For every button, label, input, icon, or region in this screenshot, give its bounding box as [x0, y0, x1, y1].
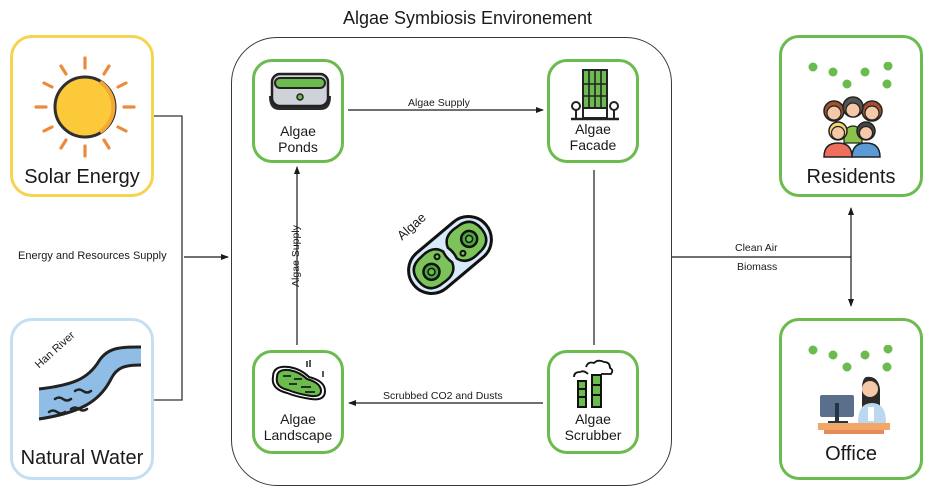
- pond-icon: [269, 72, 331, 110]
- factory-chimney-icon: [573, 359, 614, 408]
- green-particles-icon: [808, 62, 893, 89]
- office-worker-icon: [818, 376, 890, 434]
- diagram-title: Algae Symbiosis Environement: [342, 8, 593, 28]
- algae-ponds-line2: Ponds: [278, 139, 318, 155]
- office-card[interactable]: Office: [779, 318, 923, 480]
- algae-scrubber-line2: Scrubber: [564, 427, 622, 443]
- residents-card[interactable]: Residents: [779, 35, 923, 197]
- natural-water-card[interactable]: Han River Natural Water: [10, 318, 154, 480]
- algae-facade-line2: Facade: [569, 137, 617, 153]
- residents-label: Residents: [806, 166, 896, 188]
- landscape-pond-icon: [271, 360, 327, 401]
- algae-scrubber-line1: Algae: [575, 411, 611, 427]
- office-label: Office: [825, 443, 877, 465]
- algae-scrubber-node[interactable]: Algae Scrubber: [547, 350, 639, 454]
- algae-landscape-node[interactable]: Algae Landscape: [252, 350, 344, 454]
- natural-water-label: Natural Water: [20, 447, 144, 469]
- energy-supply-label: Energy and Resources Supply: [18, 250, 167, 262]
- people-group-icon: [823, 96, 883, 158]
- river-icon: [38, 345, 142, 421]
- solar-energy-card[interactable]: Solar Energy: [10, 35, 154, 197]
- solar-connector: [154, 115, 183, 401]
- clean-air-label: Clean Air: [735, 242, 778, 254]
- ponds-facade-label: Algae Supply: [408, 97, 470, 109]
- algae-ponds-node[interactable]: Algae Ponds: [252, 59, 344, 163]
- sun-icon: [34, 56, 136, 158]
- algae-facade-node[interactable]: Algae Facade: [547, 59, 639, 163]
- landscape-ponds-label: Algae Supply: [290, 225, 302, 287]
- algae-cell-icon: [407, 215, 493, 295]
- algae-landscape-line1: Algae: [280, 411, 316, 427]
- scrubber-landscape-label: Scrubbed CO2 and Dusts: [383, 390, 503, 402]
- solar-energy-label: Solar Energy: [24, 166, 140, 188]
- algae-ponds-line1: Algae: [280, 123, 316, 139]
- algae-environment-boundary: [231, 37, 672, 486]
- algae-facade-line1: Algae: [575, 121, 611, 137]
- building-facade-icon: [571, 69, 619, 121]
- green-particles-icon: [808, 345, 893, 372]
- algae-landscape-line2: Landscape: [263, 427, 333, 443]
- biomass-label: Biomass: [737, 261, 778, 273]
